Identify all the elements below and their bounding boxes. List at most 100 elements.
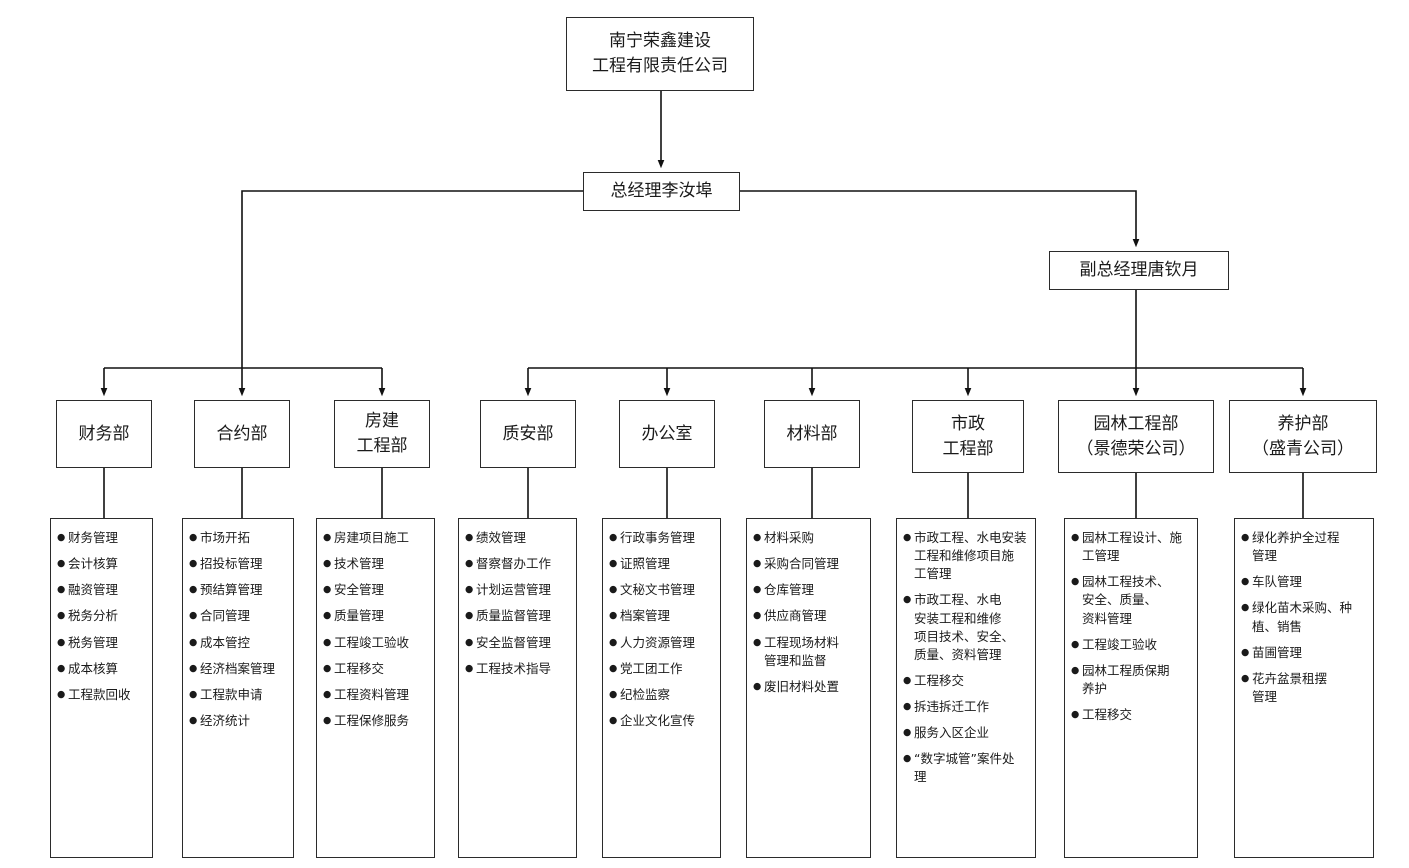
duty-item: 废旧材料处置	[753, 678, 864, 696]
duty-item: 拆违拆迁工作	[903, 698, 1029, 716]
duty-item: 行政事务管理	[609, 529, 714, 547]
duties-list: 财务管理 会计核算 融资管理 税务分析 税务管理 成本核算 工程款回收	[57, 529, 146, 704]
duty-item: 工程资料管理	[323, 686, 428, 704]
duties-box-maintenance: 绿化养护全过程 管理 车队管理 绿化苗木采购、种 植、销售 苗圃管理 花卉盆景租…	[1234, 518, 1374, 858]
duties-list: 园林工程设计、施 工管理 园林工程技术、 安全、质量、 资料管理 工程竣工验收 …	[1071, 529, 1191, 724]
duty-item: 工程技术指导	[465, 660, 570, 678]
duty-item: 合同管理	[189, 607, 287, 625]
duties-list: 绩效管理 督察督办工作 计划运营管理 质量监督管理 安全监督管理 工程技术指导	[465, 529, 570, 678]
department-label: 办公室	[641, 423, 693, 444]
duty-item: 安全管理	[323, 581, 428, 599]
department-label: 合约部	[216, 423, 268, 444]
duty-item: 仓库管理	[753, 581, 864, 599]
duty-item: 质量监督管理	[465, 607, 570, 625]
duties-box-office: 行政事务管理 证照管理 文秘文书管理 档案管理 人力资源管理 党工团工作 纪检监…	[602, 518, 721, 858]
duties-box-material: 材料采购 采购合同管理 仓库管理 供应商管理 工程现场材料 管理和监督 废旧材料…	[746, 518, 871, 858]
duty-item: 苗圃管理	[1241, 644, 1367, 662]
duty-item: 工程移交	[1071, 706, 1191, 724]
department-node-maintenance[interactable]: 养护部 （盛青公司）	[1229, 400, 1377, 473]
duties-list: 材料采购 采购合同管理 仓库管理 供应商管理 工程现场材料 管理和监督 废旧材料…	[753, 529, 864, 696]
duty-item: 质量管理	[323, 607, 428, 625]
duty-item: 融资管理	[57, 581, 146, 599]
duty-item: 经济档案管理	[189, 660, 287, 678]
duties-box-contract: 市场开拓 招投标管理 预结算管理 合同管理 成本管控 经济档案管理 工程款申请 …	[182, 518, 294, 858]
duty-item: “数字城管”案件处 理	[903, 750, 1029, 786]
department-label: 房建 工程部	[356, 411, 408, 456]
department-node-quality-safety[interactable]: 质安部	[480, 400, 576, 468]
general-manager-label: 总经理李汝埠	[610, 181, 713, 202]
duty-item: 材料采购	[753, 529, 864, 547]
department-label: 养护部 （盛青公司）	[1252, 413, 1354, 459]
duties-list: 市政工程、水电安装 工程和维修项目施 工管理 市政工程、水电 安装工程和维修 项…	[903, 529, 1029, 787]
duty-item: 税务分析	[57, 607, 146, 625]
duties-list: 市场开拓 招投标管理 预结算管理 合同管理 成本管控 经济档案管理 工程款申请 …	[189, 529, 287, 730]
duties-box-municipal-engineering: 市政工程、水电安装 工程和维修项目施 工管理 市政工程、水电 安装工程和维修 项…	[896, 518, 1036, 858]
duty-item: 工程保修服务	[323, 712, 428, 730]
duties-box-finance: 财务管理 会计核算 融资管理 税务分析 税务管理 成本核算 工程款回收	[50, 518, 153, 858]
duty-item: 供应商管理	[753, 607, 864, 625]
duties-list: 房建项目施工 技术管理 安全管理 质量管理 工程竣工验收 工程移交 工程资料管理…	[323, 529, 428, 730]
department-node-building-engineering[interactable]: 房建 工程部	[334, 400, 430, 468]
duty-item: 市政工程、水电 安装工程和维修 项目技术、安全、 质量、资料管理	[903, 591, 1029, 664]
duty-item: 绩效管理	[465, 529, 570, 547]
duty-item: 绿化养护全过程 管理	[1241, 529, 1367, 565]
department-label: 质安部	[502, 423, 554, 444]
duty-item: 工程移交	[323, 660, 428, 678]
duty-item: 预结算管理	[189, 581, 287, 599]
duty-item: 工程竣工验收	[323, 634, 428, 652]
department-label: 园林工程部 （景德荣公司）	[1076, 413, 1196, 459]
duty-item: 绿化苗木采购、种 植、销售	[1241, 599, 1367, 635]
duty-item: 财务管理	[57, 529, 146, 547]
duty-item: 市政工程、水电安装 工程和维修项目施 工管理	[903, 529, 1029, 583]
department-label: 财务部	[78, 423, 130, 444]
duty-item: 技术管理	[323, 555, 428, 573]
duties-box-landscape-engineering: 园林工程设计、施 工管理 园林工程技术、 安全、质量、 资料管理 工程竣工验收 …	[1064, 518, 1198, 858]
duty-item: 档案管理	[609, 607, 714, 625]
duty-item: 企业文化宣传	[609, 712, 714, 730]
duty-item: 计划运营管理	[465, 581, 570, 599]
duties-list: 行政事务管理 证照管理 文秘文书管理 档案管理 人力资源管理 党工团工作 纪检监…	[609, 529, 714, 730]
duty-item: 人力资源管理	[609, 634, 714, 652]
department-node-contract[interactable]: 合约部	[194, 400, 290, 468]
duties-box-quality-safety: 绩效管理 督察督办工作 计划运营管理 质量监督管理 安全监督管理 工程技术指导	[458, 518, 577, 858]
company-root-label: 南宁荣鑫建设 工程有限责任公司	[592, 31, 728, 76]
duty-item: 房建项目施工	[323, 529, 428, 547]
duty-item: 园林工程技术、 安全、质量、 资料管理	[1071, 573, 1191, 627]
duty-item: 督察督办工作	[465, 555, 570, 573]
duty-item: 税务管理	[57, 634, 146, 652]
duties-box-building-engineering: 房建项目施工 技术管理 安全管理 质量管理 工程竣工验收 工程移交 工程资料管理…	[316, 518, 435, 858]
duty-item: 成本核算	[57, 660, 146, 678]
department-node-landscape-engineering[interactable]: 园林工程部 （景德荣公司）	[1058, 400, 1214, 473]
duty-item: 安全监督管理	[465, 634, 570, 652]
duty-item: 花卉盆景租摆 管理	[1241, 670, 1367, 706]
duty-item: 园林工程质保期 养护	[1071, 662, 1191, 698]
department-node-municipal-engineering[interactable]: 市政 工程部	[912, 400, 1024, 473]
department-node-material[interactable]: 材料部	[764, 400, 860, 468]
duty-item: 会计核算	[57, 555, 146, 573]
duty-item: 党工团工作	[609, 660, 714, 678]
duty-item: 工程现场材料 管理和监督	[753, 634, 864, 670]
duty-item: 车队管理	[1241, 573, 1367, 591]
duty-item: 证照管理	[609, 555, 714, 573]
duty-item: 成本管控	[189, 634, 287, 652]
duties-list: 绿化养护全过程 管理 车队管理 绿化苗木采购、种 植、销售 苗圃管理 花卉盆景租…	[1241, 529, 1367, 706]
deputy-general-manager-label: 副总经理唐钦月	[1079, 260, 1199, 281]
department-label: 市政 工程部	[942, 413, 994, 459]
duty-item: 招投标管理	[189, 555, 287, 573]
department-node-finance[interactable]: 财务部	[56, 400, 152, 468]
company-root-node[interactable]: 南宁荣鑫建设 工程有限责任公司	[566, 17, 754, 91]
duty-item: 采购合同管理	[753, 555, 864, 573]
duty-item: 工程款申请	[189, 686, 287, 704]
duty-item: 纪检监察	[609, 686, 714, 704]
duty-item: 经济统计	[189, 712, 287, 730]
duty-item: 工程款回收	[57, 686, 146, 704]
duty-item: 工程移交	[903, 672, 1029, 690]
duty-item: 市场开拓	[189, 529, 287, 547]
deputy-general-manager-node[interactable]: 副总经理唐钦月	[1049, 251, 1229, 290]
duty-item: 园林工程设计、施 工管理	[1071, 529, 1191, 565]
department-label: 材料部	[786, 423, 838, 444]
department-node-office[interactable]: 办公室	[619, 400, 715, 468]
duty-item: 工程竣工验收	[1071, 636, 1191, 654]
general-manager-node[interactable]: 总经理李汝埠	[583, 172, 740, 211]
